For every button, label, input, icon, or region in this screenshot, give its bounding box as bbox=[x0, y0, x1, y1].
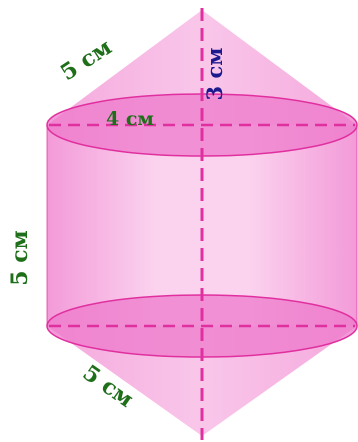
label-top-height: 3 см bbox=[202, 48, 227, 101]
top-cone bbox=[47, 10, 357, 125]
label-cylinder-height: 5 см bbox=[7, 230, 33, 285]
label-top-slant: 5 см bbox=[56, 34, 117, 86]
label-radius: 4 см bbox=[106, 108, 154, 130]
